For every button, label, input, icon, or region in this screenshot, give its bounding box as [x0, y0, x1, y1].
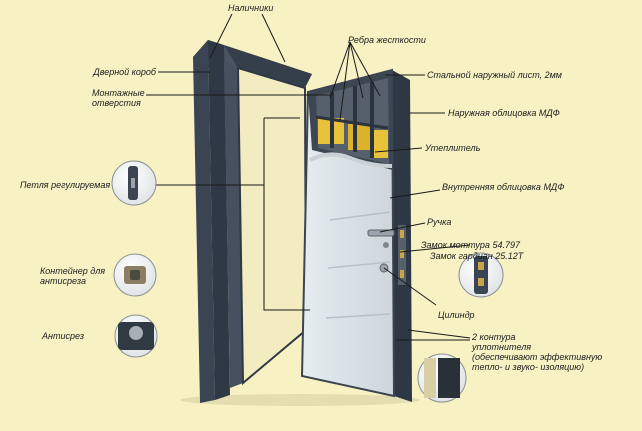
insulation-block [374, 130, 388, 158]
label-otverstiya: отверстия [92, 98, 141, 108]
label-konteyner-2: антисреза [40, 276, 86, 286]
label-ruchka: Ручка [427, 217, 452, 227]
antisrez-container-callout [113, 253, 157, 297]
label-uteplitel: Утеплитель [425, 143, 481, 153]
door-seal-icon [424, 358, 436, 398]
floor-shadow [180, 394, 420, 406]
door-handle [367, 229, 395, 237]
leader-lines [146, 13, 471, 341]
hinge-callout [111, 160, 157, 206]
label-nalichniki: Наличники [228, 3, 274, 13]
door-frame [193, 40, 312, 403]
label-vnutrennyaya-oblitsovka: Внутренняя облицовка МДФ [442, 182, 565, 192]
label-konteyner-1: Контейнер для [40, 266, 106, 276]
door-seal-callout [417, 353, 467, 403]
label-rebra: Ребра жесткости [348, 35, 426, 45]
label-zamok-gardian: Замок гардиан 25.12Т [430, 251, 524, 261]
label-zamok-mottura: Замок моттура 54.797 [421, 240, 520, 250]
label-kontur-4: тепло- и звуко- изоляцию) [472, 362, 585, 372]
lock-cylinder-icon [474, 256, 488, 294]
label-montazhnye: Монтажные [92, 88, 145, 98]
label-antisrez: Антисрез [42, 331, 85, 341]
door-leaf [300, 68, 412, 402]
antisrez-pin-callout [114, 314, 158, 358]
label-kontur-2: уплотнителя [472, 342, 532, 352]
insulation-block [348, 124, 372, 150]
label-tsilindr: Цилиндр [438, 310, 475, 320]
label-kontur-1: 2 контура [472, 332, 516, 342]
label-kontur-3: (обеспечивают эффективную [472, 352, 603, 362]
label-stalnoy-list: Стальной наружный лист, 2мм [427, 70, 562, 80]
label-naruzhnaya-oblitsovka: Наружная облицовка МДФ [448, 108, 560, 118]
lock-cylinder-callout [458, 252, 504, 298]
label-petlya: Петля регулируемая [20, 180, 111, 190]
label-dvernoy-korob: Дверной короб [93, 67, 156, 77]
